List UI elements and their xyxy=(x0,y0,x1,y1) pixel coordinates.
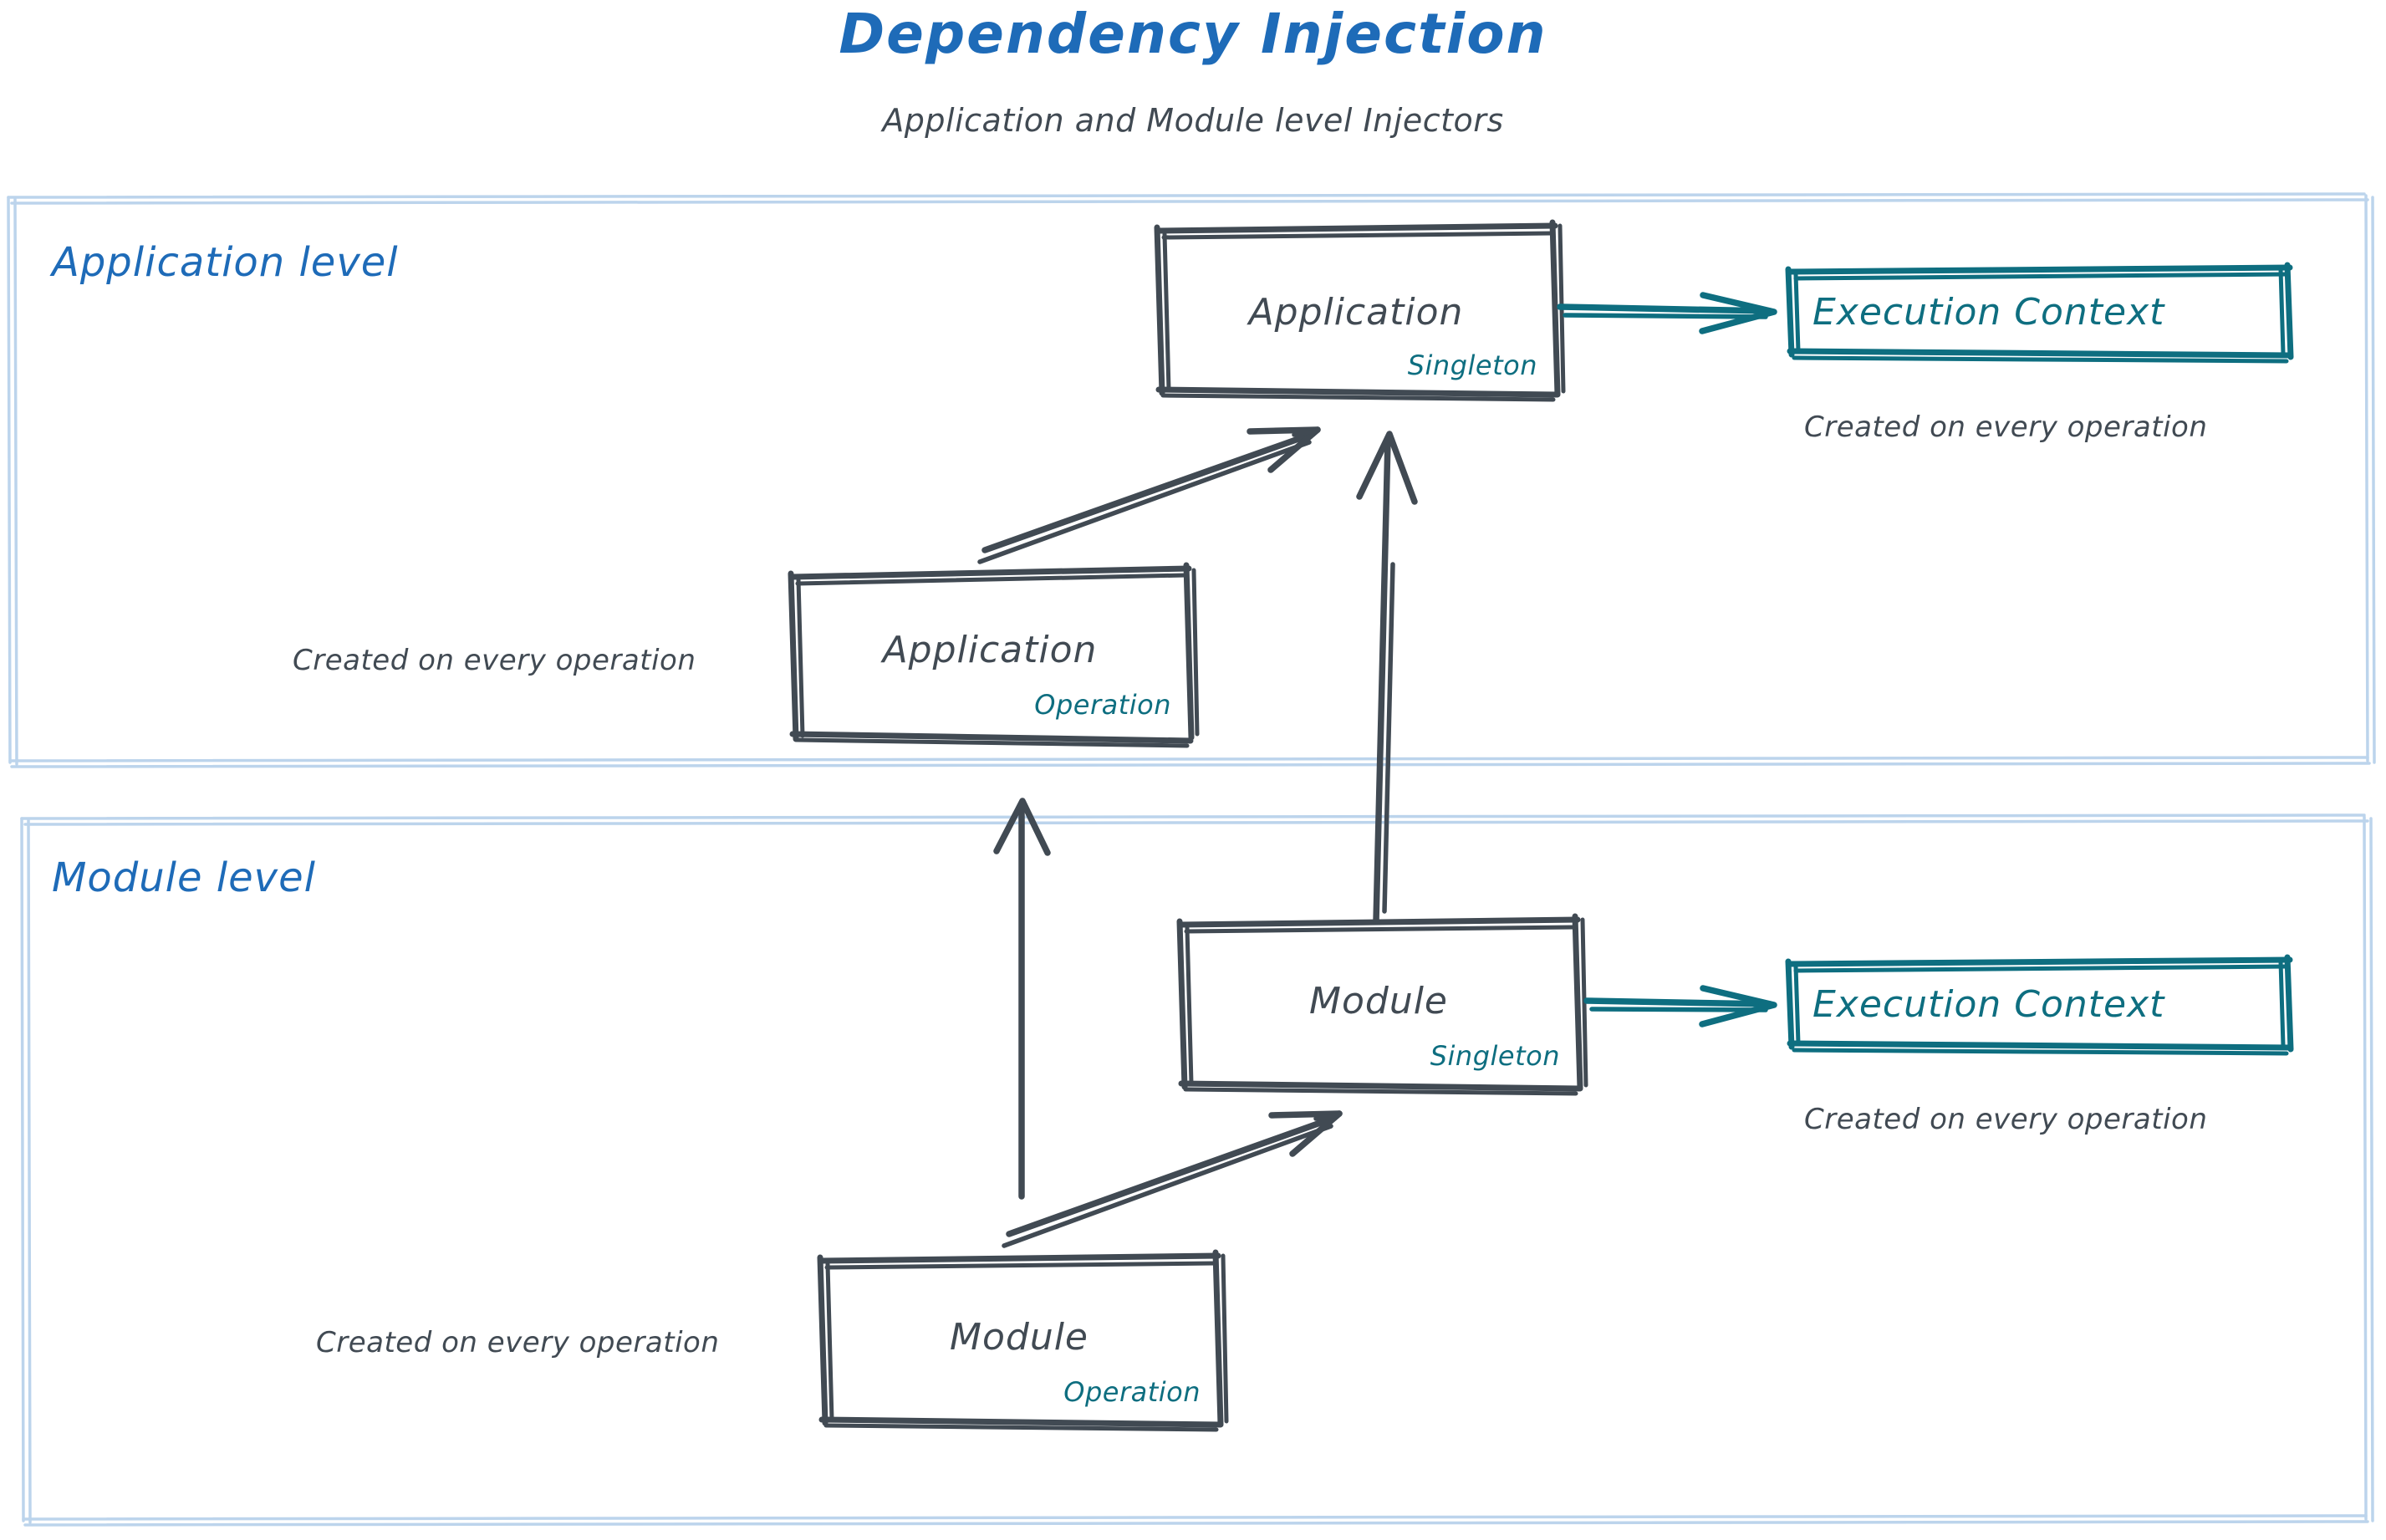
node-application-singleton[interactable]: Application Singleton xyxy=(1156,226,1556,393)
node-application-singleton-scope: Singleton xyxy=(1407,349,1537,381)
node-module-singleton[interactable]: Module Singleton xyxy=(1179,920,1578,1087)
section-label-application-level: Application level xyxy=(52,239,399,286)
node-module-singleton-title: Module xyxy=(1309,980,1448,1022)
node-module-operation-title: Module xyxy=(950,1316,1088,1359)
node-application-operation-scope: Operation xyxy=(1034,689,1171,721)
node-execution-context-application-title: Execution Context xyxy=(1812,291,2165,334)
node-execution-context-module[interactable]: Execution Context xyxy=(1787,960,2289,1047)
node-application-operation[interactable]: Application Operation xyxy=(790,569,1190,736)
node-module-singleton-scope: Singleton xyxy=(1430,1040,1560,1072)
node-application-singleton-title: Application xyxy=(1248,291,1464,334)
node-module-operation-scope: Operation xyxy=(1063,1376,1201,1408)
node-module-operation[interactable]: Module Operation xyxy=(819,1256,1219,1423)
arrow-module-singleton-to-app-singleton xyxy=(1356,431,1418,925)
note-execution-context-application: Created on every operation xyxy=(1804,410,2208,444)
note-execution-context-module: Created on every operation xyxy=(1804,1103,2208,1136)
arrow-app-operation-to-app-singleton xyxy=(977,426,1321,564)
page-title: Dependency Injection xyxy=(839,2,1547,66)
node-execution-context-module-title: Execution Context xyxy=(1812,983,2165,1026)
page-subtitle: Application and Module level Injectors xyxy=(882,102,1504,139)
arrow-app-singleton-to-execution-context xyxy=(1557,292,1777,334)
section-label-module-level: Module level xyxy=(52,854,316,901)
node-application-operation-title: Application xyxy=(882,629,1098,671)
note-module-operation: Created on every operation xyxy=(316,1326,720,1359)
node-execution-context-application[interactable]: Execution Context xyxy=(1787,268,2289,354)
arrow-mod-operation-to-mod-singleton xyxy=(1002,1110,1343,1248)
arrow-mod-singleton-to-execution-context xyxy=(1583,985,1777,1028)
note-application-operation: Created on every operation xyxy=(293,644,696,677)
arrow-module-level-to-application-level xyxy=(993,798,1051,1200)
